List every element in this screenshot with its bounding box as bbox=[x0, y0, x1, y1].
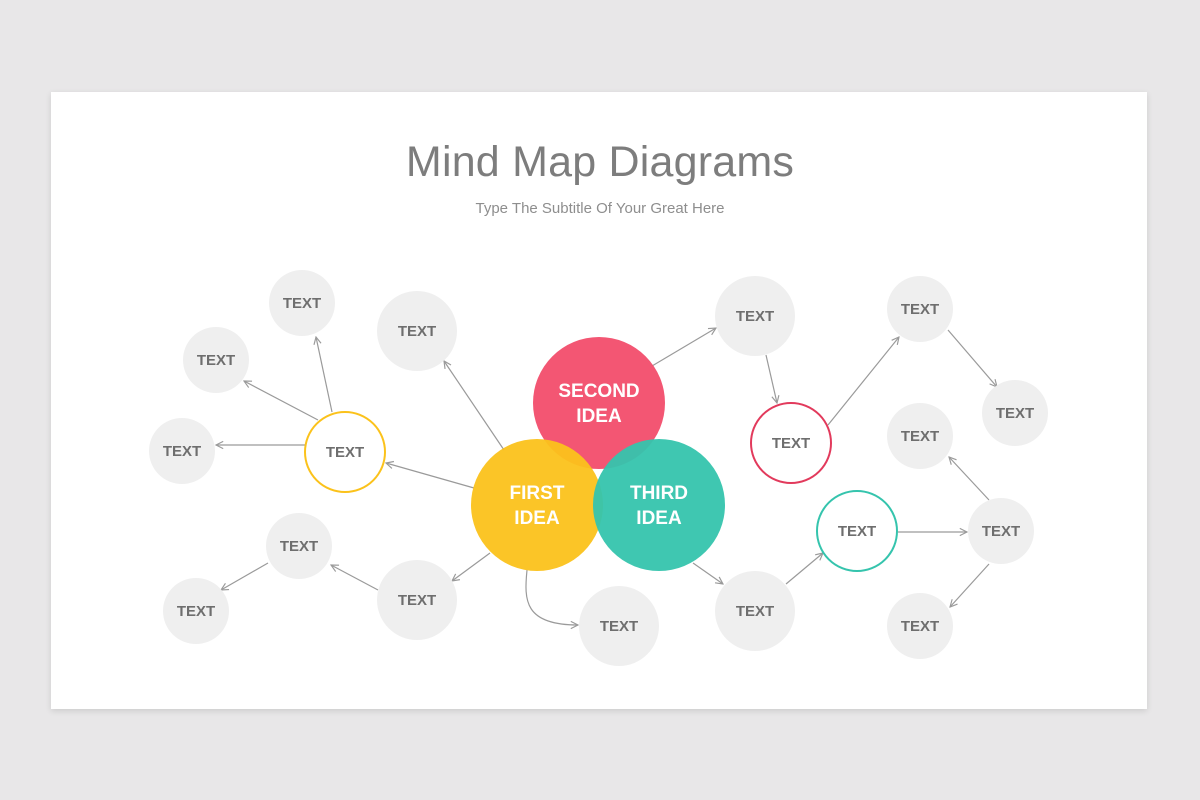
connector bbox=[316, 337, 333, 413]
node-label: TEXT bbox=[901, 428, 939, 445]
third-idea-label-line1: THIRD bbox=[630, 483, 688, 504]
connector bbox=[765, 354, 777, 403]
node-label: TEXT bbox=[982, 523, 1020, 540]
node-n14: TEXT bbox=[887, 593, 953, 659]
connector bbox=[525, 569, 578, 625]
connector bbox=[827, 337, 899, 426]
third-idea-label-line2: IDEA bbox=[636, 508, 682, 529]
node-label: TEXT bbox=[996, 405, 1034, 422]
connector bbox=[651, 328, 716, 367]
node-n1: TEXT bbox=[269, 270, 335, 336]
node-n3: TEXT bbox=[149, 418, 215, 484]
node-label: TEXT bbox=[398, 323, 436, 340]
node-label: TEXT bbox=[163, 443, 201, 460]
node-label: TEXT bbox=[398, 592, 436, 609]
node-label: TEXT bbox=[901, 301, 939, 318]
connector bbox=[444, 361, 505, 451]
connector bbox=[244, 381, 319, 421]
node-label: TEXT bbox=[197, 352, 235, 369]
second-idea-circle bbox=[533, 337, 665, 469]
node-n17-outlined-red: TEXT bbox=[750, 402, 832, 484]
first-idea-label-line1: FIRST bbox=[510, 483, 565, 504]
node-n9: TEXT bbox=[715, 276, 795, 356]
connectors bbox=[216, 328, 997, 625]
second-idea-label-line1: SECOND bbox=[558, 381, 639, 402]
node-label: TEXT bbox=[838, 523, 876, 540]
node-n2: TEXT bbox=[183, 327, 249, 393]
page-title: Mind Map Diagrams bbox=[405, 138, 795, 186]
connector bbox=[949, 457, 990, 501]
node-label: TEXT bbox=[736, 603, 774, 620]
node-n6: TEXT bbox=[163, 578, 229, 644]
node-n13: TEXT bbox=[968, 498, 1034, 564]
main-idea-circles bbox=[471, 337, 725, 571]
node-n5: TEXT bbox=[266, 513, 332, 579]
first-idea-label-line2: IDEA bbox=[514, 508, 560, 529]
node-label: TEXT bbox=[772, 435, 810, 452]
connector bbox=[452, 552, 491, 581]
node-label: TEXT bbox=[326, 444, 364, 461]
connector bbox=[386, 463, 475, 489]
connector bbox=[221, 562, 269, 590]
node-n18-outlined-teal: TEXT bbox=[816, 490, 898, 572]
third-idea-circle bbox=[593, 439, 725, 571]
node-label: TEXT bbox=[280, 538, 318, 555]
second-idea-label-line2: IDEA bbox=[576, 406, 622, 427]
node-label: TEXT bbox=[283, 295, 321, 312]
first-idea-circle bbox=[471, 439, 603, 571]
node-label: TEXT bbox=[600, 618, 638, 635]
node-n10: TEXT bbox=[887, 276, 953, 342]
connector bbox=[692, 562, 723, 584]
node-n11: TEXT bbox=[982, 380, 1048, 446]
connector bbox=[331, 565, 379, 591]
connector bbox=[785, 553, 823, 585]
node-label: TEXT bbox=[177, 603, 215, 620]
connector bbox=[947, 329, 997, 387]
node-n15: TEXT bbox=[715, 571, 795, 651]
node-n7: TEXT bbox=[377, 560, 457, 640]
node-label: TEXT bbox=[736, 308, 774, 325]
page-subtitle: Type The Subtitle Of Your Great Here bbox=[475, 200, 725, 217]
node-n4: TEXT bbox=[377, 291, 457, 371]
node-n8: TEXT bbox=[579, 586, 659, 666]
node-n12: TEXT bbox=[887, 403, 953, 469]
node-label: TEXT bbox=[901, 618, 939, 635]
node-n16-outlined-yellow: TEXT bbox=[304, 411, 386, 493]
connector bbox=[950, 563, 990, 607]
